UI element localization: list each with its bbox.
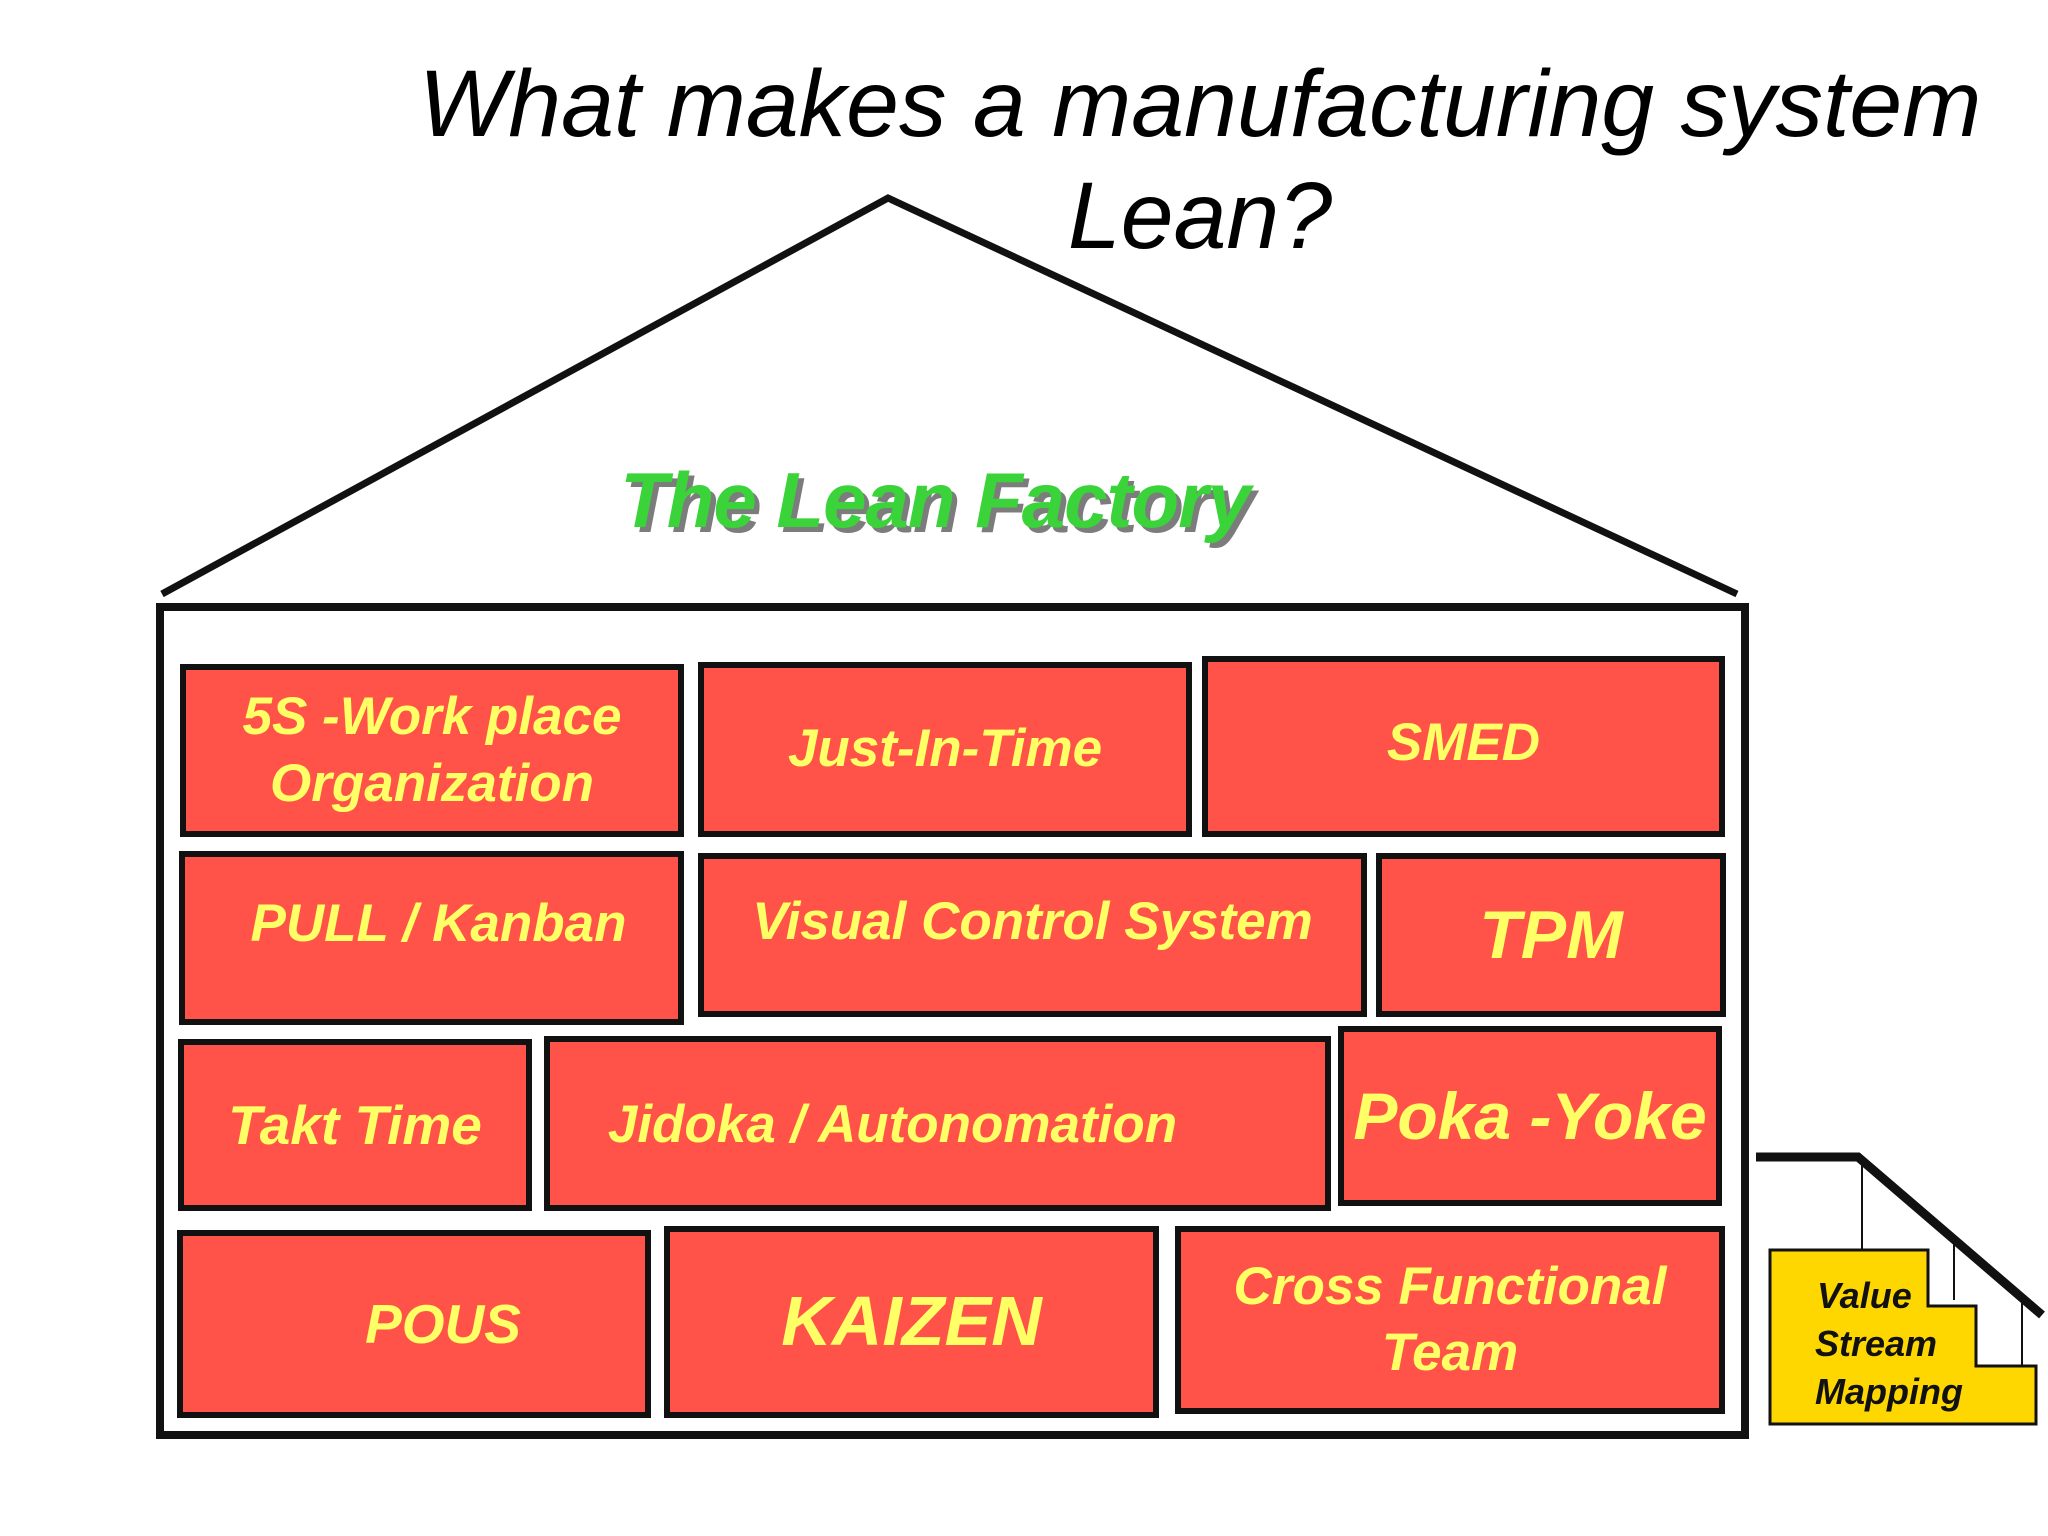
- brick-poka-yoke-label: Poka -Yoke: [1353, 1078, 1707, 1153]
- brick-pull-kanban-label: PULL / Kanban: [250, 894, 627, 953]
- brick-smed: SMED: [1202, 656, 1725, 837]
- brick-poka-yoke: Poka -Yoke: [1338, 1026, 1722, 1206]
- brick-5s-line-1: 5S -Work place: [242, 687, 622, 747]
- brick-smed-label: SMED: [1386, 713, 1541, 772]
- brick-kaizen: KAIZEN: [664, 1226, 1159, 1418]
- title-line-2: Lean?: [1067, 163, 1333, 269]
- brick-jidoka-label: Jidoka / Autonomation: [607, 1095, 1178, 1154]
- title-line-1: What makes a manufacturing system: [418, 51, 1982, 157]
- brick-takt-time: Takt Time: [178, 1039, 532, 1211]
- brick-tpm: TPM: [1376, 853, 1726, 1017]
- value-stream-stairs: [1768, 1248, 2038, 1426]
- stairs-line-2: Stream: [1815, 1323, 1938, 1364]
- brick-tpm-label: TPM: [1479, 896, 1623, 973]
- brick-cross-functional-line-1: Cross Functional: [1233, 1256, 1667, 1316]
- brick-pous: POUS: [177, 1230, 651, 1418]
- brick-kaizen-label: KAIZEN: [781, 1282, 1042, 1361]
- house-label: The Lean Factory: [620, 456, 1251, 544]
- brick-pull-kanban: PULL / Kanban: [179, 851, 684, 1025]
- value-stream-mapping-label: Value Stream Mapping: [1795, 1272, 1995, 1416]
- brick-5s: 5S -Work place Organization: [180, 664, 684, 837]
- roof-outline: [160, 194, 1739, 598]
- stair-railing: [1756, 1152, 2045, 1319]
- brick-just-in-time: Just-In-Time: [698, 662, 1192, 837]
- brick-cross-functional-line-2: Team: [1381, 1323, 1519, 1382]
- brick-just-in-time-label: Just-In-Time: [787, 719, 1103, 779]
- brick-takt-time-label: Takt Time: [228, 1093, 482, 1156]
- page-title: What makes a manufacturing system Lean?: [380, 48, 2020, 272]
- brick-pous-label: POUS: [365, 1292, 521, 1355]
- stairs-line-3: Mapping: [1815, 1371, 1963, 1412]
- brick-visual-control: Visual Control System: [698, 853, 1367, 1017]
- house-wall: [156, 603, 1749, 1439]
- brick-visual-control-label: Visual Control System: [752, 892, 1313, 951]
- stairs-line-1: Value: [1817, 1275, 1912, 1316]
- brick-5s-line-2: Organization: [270, 753, 594, 813]
- brick-cross-functional: Cross Functional Team: [1175, 1226, 1725, 1414]
- brick-jidoka: Jidoka / Autonomation: [544, 1036, 1331, 1211]
